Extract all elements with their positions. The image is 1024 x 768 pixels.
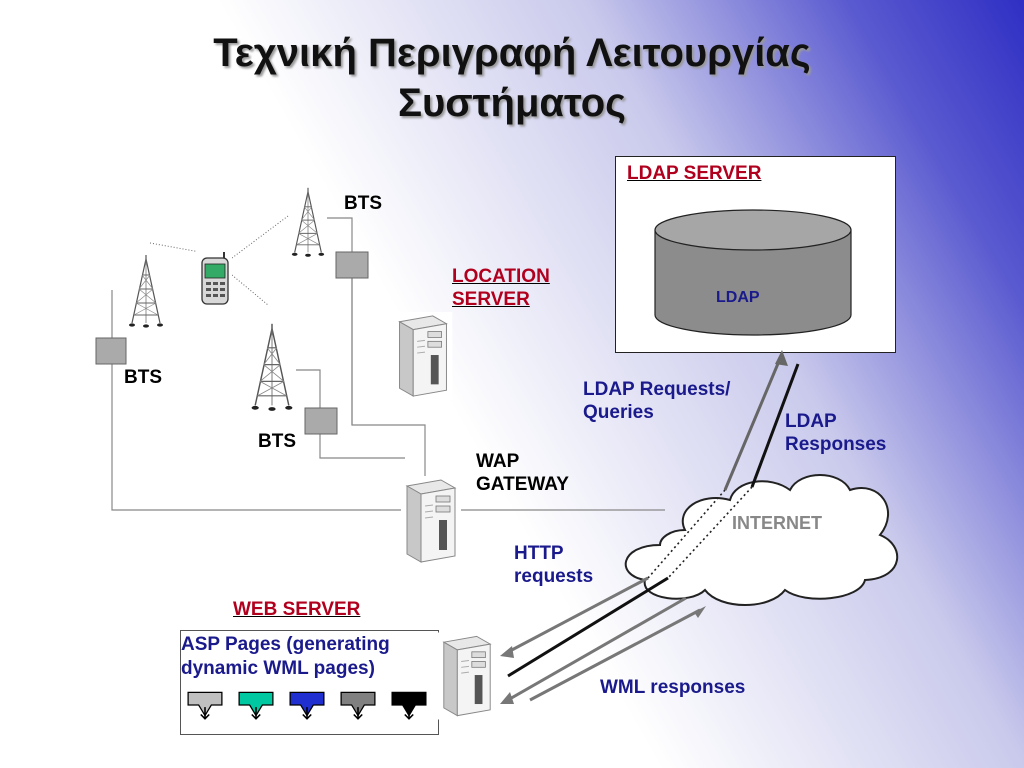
http-wml-arrows (500, 576, 706, 704)
bts-tower-icon-left (126, 250, 166, 332)
ldap-requests-label-line1: LDAP Requests/ (583, 379, 731, 400)
http-requests-label-line1: HTTP (514, 543, 564, 564)
http-requests-label: HTTP requests (514, 542, 593, 588)
wap-gateway-label: WAP GATEWAY (476, 450, 569, 496)
bts-wiring (111, 217, 665, 511)
bts-box-top (335, 251, 369, 279)
web-server-label: WEB SERVER (233, 599, 361, 620)
ldap-server-label: LDAP SERVER (627, 163, 762, 184)
ldap-requests-label: LDAP Requests/ Queries (583, 378, 730, 424)
bts-box-mid (304, 407, 338, 435)
ldap-responses-label-line2: Responses (785, 434, 887, 455)
ldap-db-label: LDAP (716, 289, 760, 306)
location-server-label-line1: LOCATION (452, 266, 550, 287)
asp-pages-label-line2: dynamic WML pages) (181, 658, 375, 679)
slide-title-line1: Τεχνική Περιγραφή Λειτουργίας (213, 31, 811, 75)
wap-gateway-label-line1: WAP (476, 451, 520, 472)
wap-gateway-label-line2: GATEWAY (476, 474, 569, 495)
location-server-label: LOCATION SERVER (452, 265, 550, 311)
bts-label-top: BTS (344, 193, 382, 214)
radio-links (149, 209, 297, 306)
page-arrow-icon-black (391, 691, 427, 720)
bts-tower-icon-top (289, 183, 327, 261)
slide-title-line2: Συστήματος (398, 81, 626, 125)
location-server-icon (393, 312, 453, 400)
ldap-responses-label: LDAP Responses (785, 410, 886, 456)
asp-page-icons (187, 691, 427, 720)
wap-gateway-server-icon (400, 476, 462, 566)
asp-pages-label: ASP Pages (generating dynamic WML pages) (181, 633, 390, 681)
internet-cloud-icon (624, 474, 899, 606)
page-arrow-icon-gray (187, 691, 223, 720)
ldap-responses-label-line1: LDAP (785, 411, 837, 432)
ldap-links (647, 350, 800, 579)
wml-responses-label: WML responses (600, 677, 746, 698)
web-server-icon (438, 632, 496, 720)
page-arrow-icon-teal (238, 691, 274, 720)
mobile-phone-icon (196, 248, 232, 308)
bts-label-mid: BTS (258, 431, 296, 452)
slide-title: Τεχνική Περιγραφή Λειτουργίας Συστήματος (0, 28, 1024, 128)
asp-pages-label-line1: ASP Pages (generating (181, 634, 390, 655)
ldap-database-cylinder (654, 209, 852, 336)
location-server-label-line2: SERVER (452, 289, 530, 310)
http-requests-label-line2: requests (514, 566, 594, 587)
bts-label-left: BTS (124, 367, 162, 388)
internet-label: INTERNET (732, 513, 822, 533)
bts-tower-icon-mid (248, 318, 296, 416)
bts-box-left (95, 337, 127, 365)
page-arrow-icon-darkgray (340, 691, 376, 720)
ldap-requests-label-line2: Queries (583, 402, 654, 423)
page-arrow-icon-blue (289, 691, 325, 720)
